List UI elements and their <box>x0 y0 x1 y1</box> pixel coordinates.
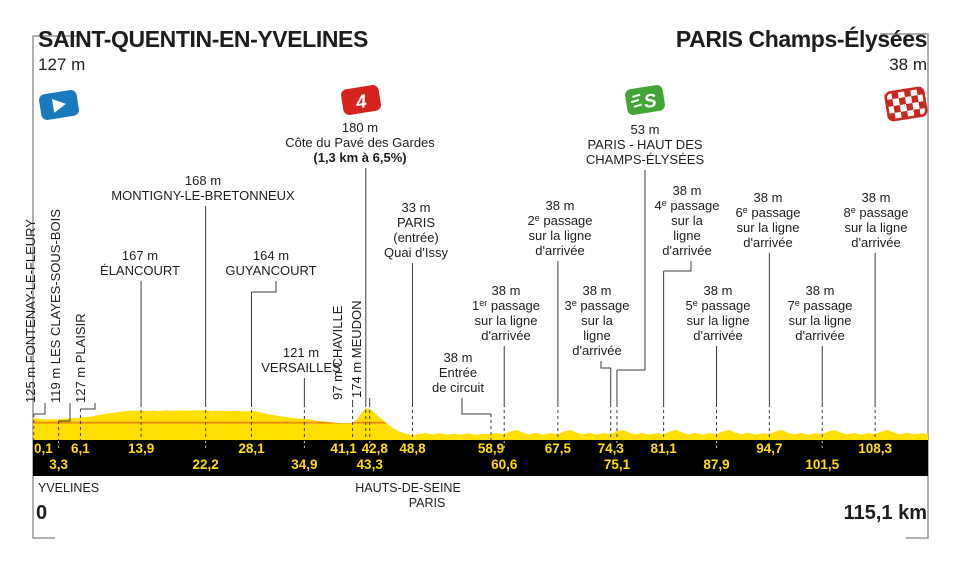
department-yvelines: YVELINES <box>38 481 100 495</box>
km-mark-41,1: 41,1 <box>330 441 357 456</box>
km-mark-3,3: 3,3 <box>49 457 69 472</box>
start-bracket <box>32 35 80 539</box>
km-mark-48,8: 48,8 <box>399 441 426 456</box>
marker-label-les-clayes-sous-bois: 119 m LES CLAYES-SOUS-BOIS <box>48 209 63 403</box>
km-mark-13,9: 13,9 <box>127 441 155 456</box>
start-km: 0 <box>36 502 48 524</box>
km-mark-81,1: 81,1 <box>650 441 677 456</box>
department-paris: PARIS <box>408 496 446 510</box>
finish-checkered-flag-icon <box>882 84 930 129</box>
finish-bracket <box>880 33 929 539</box>
depart-flag-icon <box>36 86 82 129</box>
km-mark-60,6: 60,6 <box>491 457 518 472</box>
km-mark-34,9: 34,9 <box>291 457 318 472</box>
km-mark-6,1: 6,1 <box>71 441 90 456</box>
km-mark-58,9: 58,9 <box>477 441 505 456</box>
finish-elevation: 38 m <box>889 55 927 74</box>
finish-city-title: PARIS Champs-Élysées <box>675 26 927 52</box>
marker-label-meudon: 174 m MEUDON <box>349 300 364 398</box>
km-mark-43,3: 43,3 <box>356 457 383 472</box>
km-mark-22,2: 22,2 <box>192 457 219 472</box>
marker-label-chaville: 97 m CHAVILLE <box>330 305 345 400</box>
km-mark-75,1: 75,1 <box>603 457 631 472</box>
km-mark-42,8: 42,8 <box>361 441 388 456</box>
km-mark-101,5: 101,5 <box>805 457 840 472</box>
km-mark-67,5: 67,5 <box>544 441 571 456</box>
distance-bar <box>33 440 928 476</box>
svg-text:S: S <box>642 90 658 113</box>
km-mark-74,3: 74,3 <box>597 441 624 456</box>
department-hauts-de-seine: HAUTS-DE-SEINE <box>355 481 461 495</box>
start-city-title: SAINT-QUENTIN-EN-YVELINES <box>38 26 368 52</box>
marker-label-fontenay-le-fleury: 125 m FONTENAY-LE-FLEURY <box>23 219 38 403</box>
km-mark-87,9: 87,9 <box>703 457 730 472</box>
km-mark-94,7: 94,7 <box>756 441 783 456</box>
category-4-climb-icon: 4 <box>338 82 384 123</box>
elevation-profile-area <box>33 408 928 446</box>
intermediate-sprint-icon: S <box>622 82 668 123</box>
km-mark-28,1: 28,1 <box>238 441 265 456</box>
marker-label-plaisir: 127 m PLAISIR <box>73 313 88 403</box>
svg-text:4: 4 <box>354 91 369 114</box>
km-mark-0,1: 0,1 <box>34 441 53 456</box>
marker-connectors <box>33 168 876 444</box>
start-elevation: 127 m <box>38 55 86 74</box>
total-distance: 115,1 km <box>843 502 927 524</box>
km-mark-108,3: 108,3 <box>858 441 893 456</box>
